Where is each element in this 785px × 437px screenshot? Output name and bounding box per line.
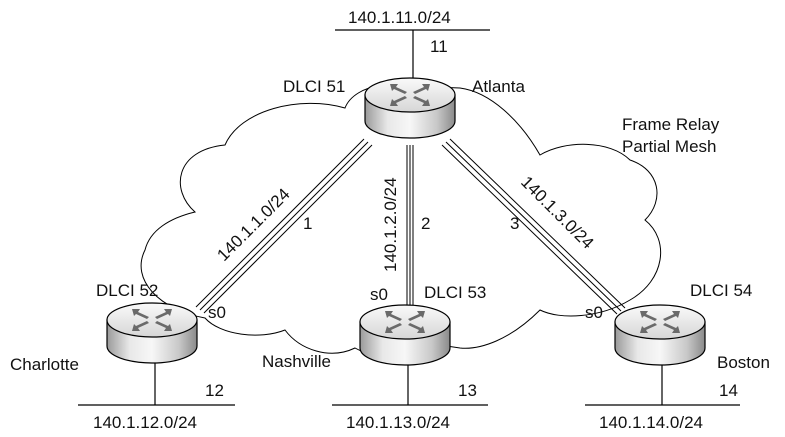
charlotte-router-name: Charlotte [10,355,79,374]
nashville-lan-number-label: 13 [458,381,477,400]
pvc-link-boston [441,138,626,315]
atlanta-lan-subnet-label: 140.1.11.0/24 [348,8,451,27]
boston-dlci-label: DLCI 54 [690,281,752,300]
router-boston [614,304,706,366]
cloud-title-line2: Partial Mesh [622,137,716,156]
atlanta-router-name: Atlanta [472,77,525,96]
pvc-link-charlotte [195,138,373,314]
boston-port-label: s0 [585,303,603,322]
pvc-nashville-subnet-label: 140.1.2.0/24 [381,177,400,272]
charlotte-lan-subnet-label: 140.1.12.0/24 [93,413,197,432]
router-charlotte [106,302,198,364]
nashville-port-label: s0 [370,285,388,304]
pvc-nashville-number-label: 2 [421,214,430,233]
boston-lan-number-label: 14 [719,381,738,400]
cloud-title-line1: Frame Relay [622,115,720,134]
router-nashville [359,304,451,366]
pvc-charlotte-number-label: 1 [303,214,312,233]
frame-relay-cloud [140,84,661,358]
charlotte-port-label: s0 [208,303,226,322]
nashville-router-name: Nashville [262,352,331,371]
atlanta-dlci-label: DLCI 51 [283,77,345,96]
atlanta-lan-number-label: 11 [430,37,448,56]
charlotte-dlci-label: DLCI 52 [96,281,158,300]
boston-lan-subnet-label: 140.1.14.0/24 [599,413,703,432]
boston-router-name: Boston [717,353,770,372]
charlotte-lan-number-label: 12 [205,381,224,400]
nashville-dlci-label: DLCI 53 [424,283,486,302]
nashville-lan-subnet-label: 140.1.13.0/24 [346,413,450,432]
pvc-boston-number-label: 3 [510,214,519,233]
router-atlanta [364,77,456,139]
pvc-link-nashville [406,145,414,310]
